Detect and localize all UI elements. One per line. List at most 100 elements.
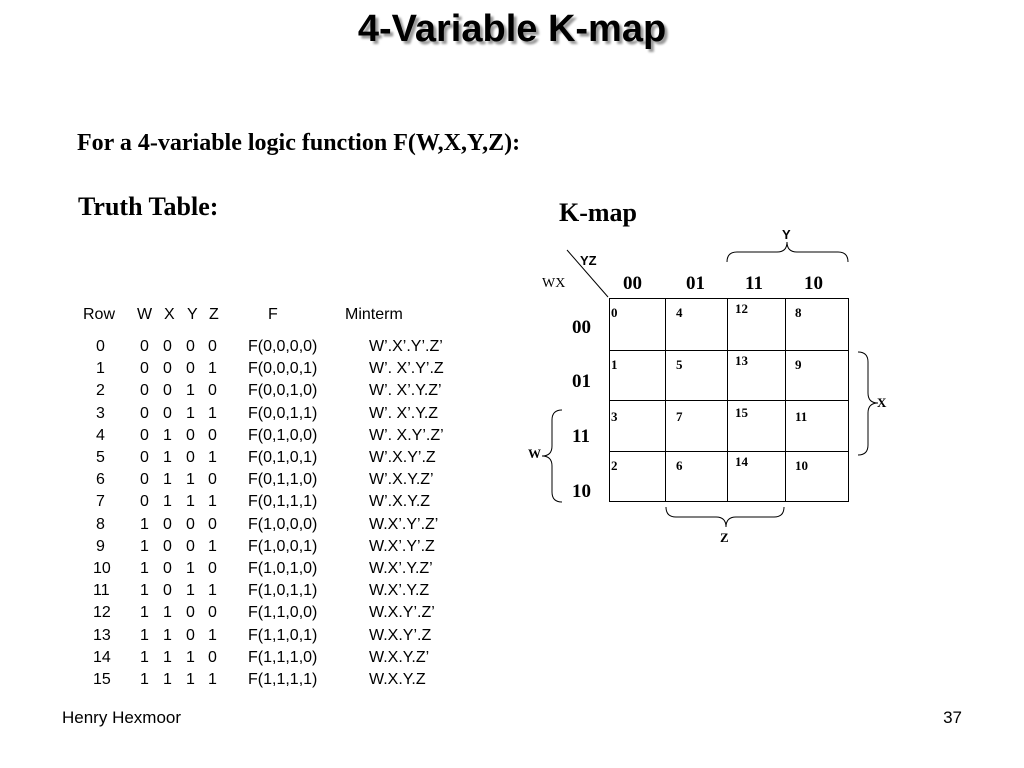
brace-x — [857, 351, 879, 456]
header-row: Row — [83, 306, 116, 323]
kmap-grid — [609, 298, 849, 502]
kmap-cell-index: 6 — [676, 458, 683, 473]
row-index: 13 — [93, 626, 111, 644]
kmap-cell-index: 13 — [735, 353, 748, 368]
function-value: F(1,1,0,0) — [248, 604, 318, 622]
z-value: 1 — [208, 582, 217, 600]
row-index: 0 — [96, 338, 105, 355]
w-value: 0 — [140, 426, 149, 444]
w-value: 0 — [140, 338, 149, 355]
function-value: F(0,0,1,0) — [248, 382, 318, 400]
function-value: F(1,0,0,1) — [248, 537, 318, 555]
brace-w — [541, 409, 563, 503]
z-value: 0 — [208, 338, 217, 355]
z-value: 1 — [208, 360, 217, 378]
function-value: F(0,1,0,1) — [248, 449, 318, 466]
minterm: W.X’.Y.Z — [369, 582, 430, 600]
function-value: F(0,1,1,0) — [248, 471, 318, 489]
kmap-corner-diagonal — [566, 249, 609, 298]
minterm: W’. X’.Y’.Z — [369, 360, 444, 378]
x-value: 1 — [163, 471, 172, 489]
y-value: 1 — [186, 493, 195, 511]
w-value: 0 — [140, 493, 149, 511]
row-index: 9 — [96, 537, 105, 555]
row-index: 11 — [93, 582, 110, 600]
kmap-cell-index: 14 — [735, 454, 748, 469]
z-value: 0 — [208, 560, 217, 577]
x-value: 1 — [163, 449, 172, 466]
kmap-column-header: 00 — [623, 273, 642, 294]
minterm: W.X.Y’.Z’ — [369, 604, 435, 622]
brace-z — [665, 506, 785, 528]
row-index: 7 — [96, 493, 105, 511]
slide-title: 4-Variable K-map — [357, 8, 667, 50]
w-value: 1 — [140, 560, 149, 577]
y-value: 0 — [186, 626, 195, 644]
row-index: 5 — [96, 449, 105, 466]
subtitle: For a 4-variable logic function F(W,X,Y,… — [77, 130, 521, 156]
kmap-cell-index: 10 — [795, 458, 808, 473]
y-value: 0 — [186, 515, 195, 533]
y-value: 0 — [186, 426, 195, 444]
minterm: W’.X’.Y’.Z’ — [369, 338, 443, 355]
function-value: F(0,1,0,0) — [248, 426, 318, 444]
minterm: W.X.Y.Z — [369, 671, 426, 688]
x-value: 1 — [163, 604, 172, 622]
row-index: 10 — [93, 560, 111, 577]
function-value: F(0,0,0,1) — [248, 360, 318, 378]
y-value: 1 — [186, 560, 195, 577]
y-value: 0 — [186, 360, 195, 378]
z-value: 1 — [208, 493, 217, 511]
kmap-row-header: 00 — [572, 317, 591, 338]
header-w: W — [137, 306, 153, 323]
x-value: 0 — [163, 382, 172, 400]
brace-label-x: X — [877, 395, 887, 410]
z-value: 1 — [208, 537, 217, 555]
w-value: 1 — [140, 671, 149, 688]
row-index: 1 — [96, 360, 105, 378]
w-value: 0 — [140, 449, 149, 466]
kmap-cell-index: 0 — [611, 305, 618, 320]
x-value: 0 — [163, 537, 172, 555]
kmap-cell-index: 1 — [611, 357, 618, 372]
minterm: W’. X’.Y.Z’ — [369, 382, 442, 400]
minterm: W.X.Y.Z’ — [369, 648, 430, 666]
x-value: 0 — [163, 515, 172, 533]
kmap-cell-index: 8 — [795, 305, 802, 320]
z-value: 1 — [208, 626, 217, 644]
x-value: 1 — [163, 426, 172, 444]
w-value: 0 — [140, 360, 149, 378]
w-value: 1 — [140, 648, 149, 666]
kmap-row-header: 01 — [572, 371, 591, 392]
x-value: 0 — [163, 338, 172, 355]
truth-table-label: Truth Table: — [78, 192, 219, 221]
kmap-cell-index: 15 — [735, 405, 748, 420]
function-value: F(0,0,1,1) — [248, 404, 318, 422]
x-value: 1 — [163, 493, 172, 511]
z-value: 1 — [208, 404, 217, 422]
row-index: 3 — [96, 404, 105, 422]
kmap-cell-index: 12 — [735, 301, 748, 316]
minterm: W.X’.Y’.Z — [369, 537, 435, 555]
z-value: 1 — [208, 449, 217, 466]
y-value: 1 — [186, 382, 195, 400]
x-value: 0 — [163, 404, 172, 422]
row-index: 12 — [93, 604, 111, 622]
y-value: 1 — [186, 471, 195, 489]
footer-author: Henry Hexmoor — [62, 708, 182, 727]
kmap-cell-index: 3 — [611, 409, 618, 424]
function-value: F(0,0,0,0) — [248, 338, 318, 355]
function-value: F(1,1,0,1) — [248, 626, 318, 644]
function-value: F(1,0,1,1) — [248, 582, 318, 600]
brace-label-w: W — [528, 446, 541, 461]
minterm: W’. X.Y’.Z’ — [369, 426, 444, 444]
function-value: F(0,1,1,1) — [248, 493, 318, 511]
z-value: 0 — [208, 648, 217, 666]
kmap-column-header: 11 — [745, 273, 763, 294]
row-index: 6 — [96, 471, 105, 489]
brace-label-y: Y — [782, 227, 791, 242]
y-value: 0 — [186, 604, 195, 622]
header-minterm: Minterm — [345, 306, 403, 323]
z-value: 0 — [208, 382, 217, 400]
